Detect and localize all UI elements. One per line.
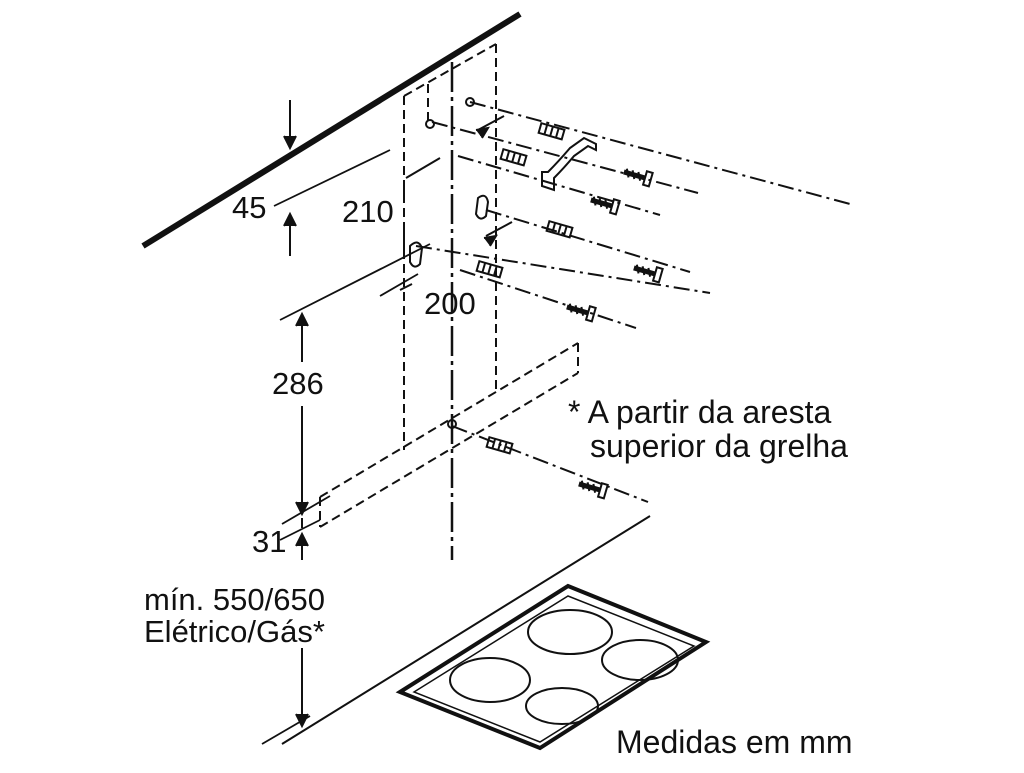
keyhole	[474, 194, 490, 220]
mounting-hole	[425, 119, 435, 129]
cooktop-inner	[412, 595, 696, 743]
dimension-label-200: 200	[424, 286, 476, 321]
burner	[525, 687, 599, 725]
screw-axis-lines	[415, 101, 851, 503]
dimension-label-210: 210	[342, 194, 394, 229]
mounting-holes	[409, 97, 490, 429]
dimension-200	[399, 221, 513, 291]
wall-plug	[545, 219, 574, 239]
screws	[566, 168, 664, 500]
dimension-label-45: 45	[232, 190, 267, 225]
screw	[623, 168, 654, 188]
mounting-hole	[465, 97, 475, 107]
wall-plug	[475, 259, 504, 279]
ceiling-line	[141, 11, 522, 249]
wall-plug	[537, 121, 566, 141]
dimension-label-286: 286	[272, 366, 324, 401]
cooktop	[281, 515, 711, 751]
dimension-286	[295, 311, 309, 517]
burner	[601, 639, 679, 681]
wall-plugs	[475, 121, 574, 455]
footnote-line1: * A partir da aresta	[568, 394, 832, 430]
worktop-back-edge	[281, 515, 651, 745]
burner	[449, 657, 531, 703]
dimension-min-distance	[295, 648, 309, 729]
hood-canopy-outline	[319, 342, 579, 528]
dimension-31	[295, 518, 309, 560]
dimension-label-31: 31	[252, 524, 287, 559]
wall-plug	[485, 435, 514, 455]
screw	[566, 303, 597, 323]
mounting-hole	[447, 419, 457, 429]
extension-lines	[261, 149, 431, 745]
min-distance-label: mín. 550/650	[144, 582, 325, 617]
screw	[633, 264, 664, 284]
burner	[527, 609, 613, 655]
chimney-outline	[403, 43, 497, 450]
dimension-210	[403, 115, 505, 252]
fuel-type-label: Elétrico/Gás*	[144, 614, 325, 649]
screw	[578, 480, 609, 500]
units-note: Medidas em mm	[616, 724, 853, 760]
cooktop-frame	[395, 583, 711, 751]
screw	[590, 196, 621, 216]
dimension-45	[283, 100, 297, 256]
wall-plug	[499, 147, 528, 167]
footnote-line2: superior da grelha	[590, 428, 848, 464]
mounting-bracket	[541, 136, 597, 192]
keyhole	[409, 241, 424, 268]
